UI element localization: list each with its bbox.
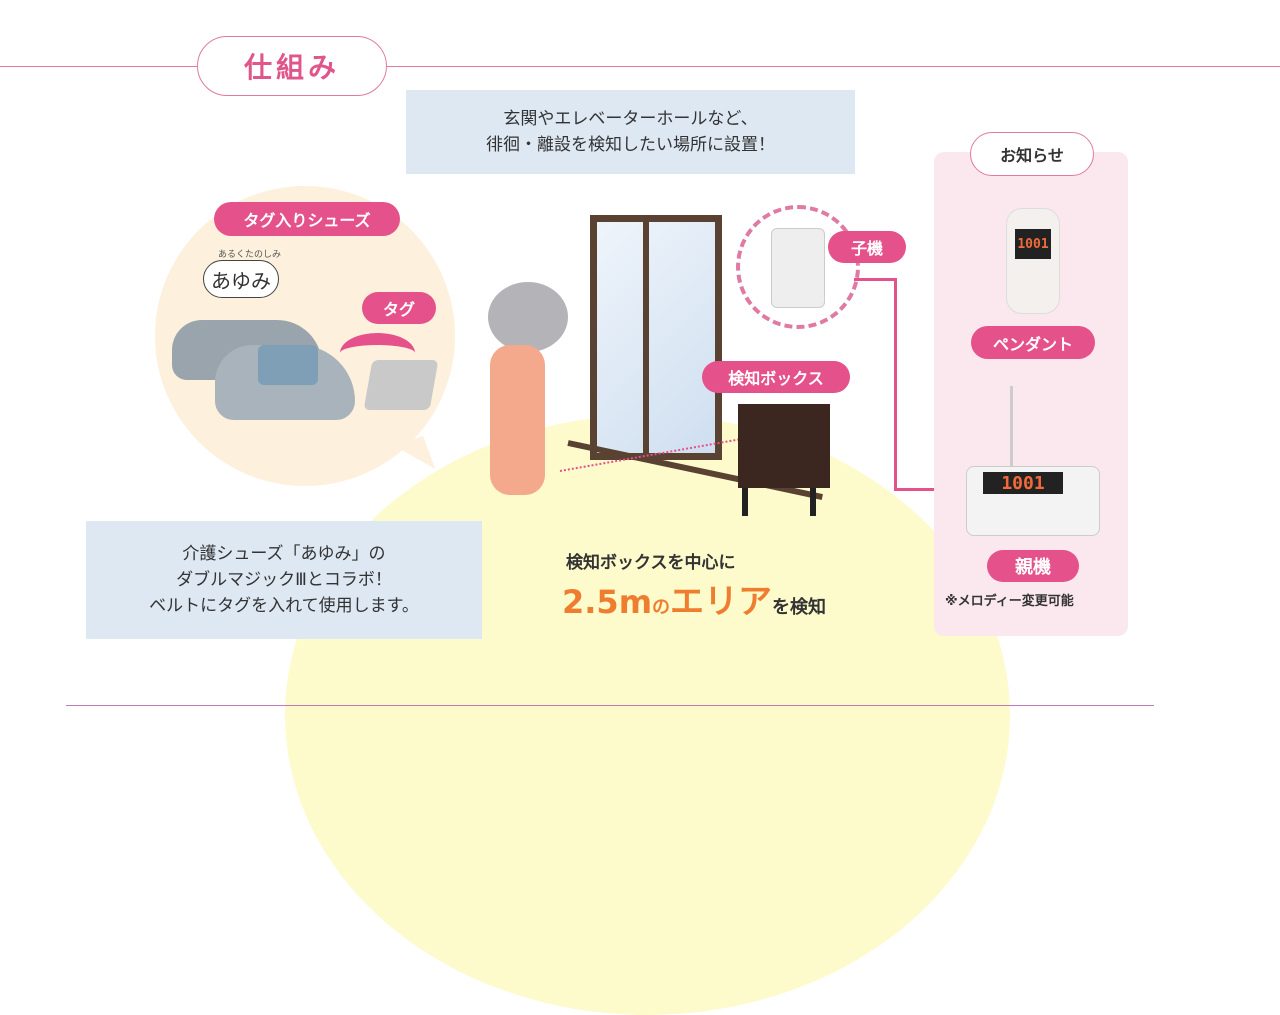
page-title: 仕組み: [197, 36, 387, 96]
detection-box: [738, 404, 830, 488]
tag-device: [363, 360, 439, 410]
window-frame: [643, 220, 649, 460]
connector: [854, 278, 896, 281]
detector-label: 検知ボックス: [702, 361, 850, 393]
connector: [894, 278, 897, 490]
note-line: 徘徊・離設を検知したい場所に設置！: [486, 135, 775, 155]
connector: [894, 488, 954, 491]
melody-note: ※メロディー変更可能: [945, 594, 1074, 609]
area-range: 2.5mのエリアを検知: [562, 574, 826, 623]
detection-area: [285, 415, 1010, 1015]
velcro-strap: [258, 345, 318, 385]
distance: 2.5m: [562, 583, 653, 621]
header-line-left: [0, 66, 197, 67]
tag-label: タグ: [362, 292, 436, 324]
person-head: [488, 282, 568, 352]
arrow-icon: [340, 333, 415, 373]
person-body: [490, 345, 545, 495]
brand-logo: あゆみ: [203, 260, 279, 298]
note-line: 介護シューズ「あゆみ」の: [182, 544, 386, 564]
parent-label: 親機: [987, 550, 1079, 582]
particle: の: [652, 597, 671, 618]
parent-display: 1001: [983, 472, 1063, 494]
area-text: 検知ボックスを中心に: [566, 553, 736, 573]
box-leg: [810, 488, 816, 516]
note-line: 玄関やエレベーターホールなど、: [503, 109, 758, 129]
note-line: ダブルマジックⅢとコラボ！: [176, 570, 392, 590]
placement-note: 玄関やエレベーターホールなど、徘徊・離設を検知したい場所に設置！: [406, 90, 855, 174]
child-unit: [771, 228, 825, 308]
header-line-right: [387, 66, 1280, 67]
brand-small: あるくたのしみ: [218, 250, 282, 260]
child-label: 子機: [828, 231, 906, 263]
box-leg: [742, 488, 748, 516]
notify-header: お知らせ: [970, 132, 1094, 176]
shoe-note: 介護シューズ「あゆみ」のダブルマジックⅢとコラボ！ ベルトにタグを入れて使用します…: [86, 521, 482, 639]
antenna: [1010, 386, 1013, 468]
window: [590, 215, 722, 460]
footer-line: [66, 705, 1154, 706]
tag-shoes-label: タグ入りシューズ: [214, 202, 400, 236]
pendant-device: [1006, 208, 1060, 314]
pendant-label: ペンダント: [971, 326, 1095, 359]
note-line: ベルトにタグを入れて使用します。: [149, 596, 419, 616]
suffix: を検知: [772, 597, 827, 618]
area-word: エリア: [670, 582, 773, 622]
pendant-display: 1001: [1015, 229, 1051, 259]
